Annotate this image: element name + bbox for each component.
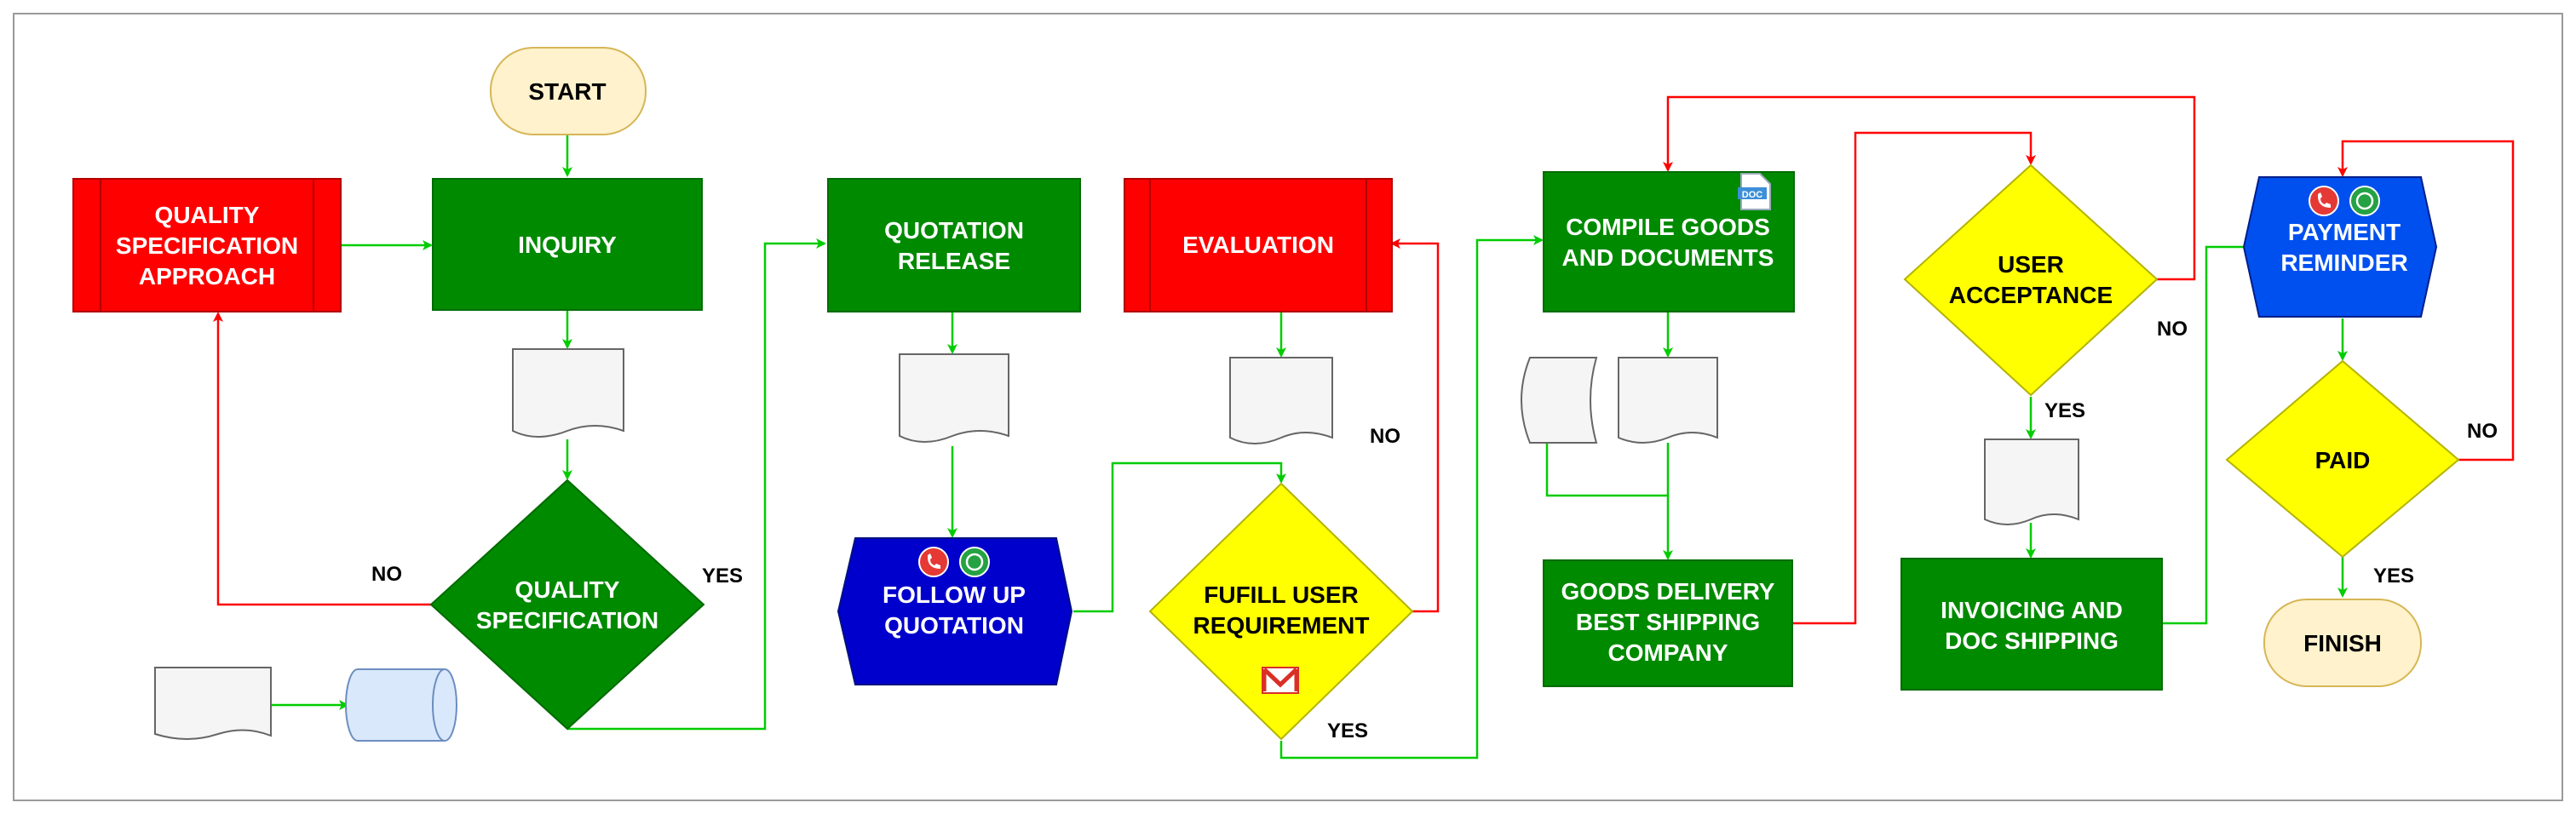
database-icon xyxy=(345,668,457,742)
start-label: START xyxy=(528,78,606,105)
payment-label-2: REMINDER xyxy=(2280,249,2407,276)
inquiry-label: INQUIRY xyxy=(518,232,617,258)
delivery-label-3: COMPANY xyxy=(1607,639,1728,666)
edge-delivery-acceptance xyxy=(1792,131,2036,625)
follow-up-quotation-node[interactable]: FOLLOW UP QUOTATION xyxy=(837,537,1073,685)
edge-paid-no xyxy=(2337,140,2515,461)
document-icon xyxy=(899,353,1009,443)
whatsapp-icon xyxy=(959,547,990,577)
fulfill-label-1: FUFILL USER xyxy=(1204,582,1358,608)
label-paid-yes: YES xyxy=(2373,565,2414,588)
inquiry-node[interactable]: INQUIRY xyxy=(432,178,703,311)
edge-labels: NO YES NO YES YES NO NO YES xyxy=(371,318,2498,742)
whatsapp-icon xyxy=(2349,186,2380,216)
compile-goods-node[interactable]: COMPILE GOODS AND DOCUMENTS DOC xyxy=(1543,171,1795,312)
label-fulfill-yes: YES xyxy=(1327,719,1368,742)
invoicing-node[interactable]: INVOICING AND DOC SHIPPING xyxy=(1900,558,2163,691)
delivery-label-2: BEST SHIPPING xyxy=(1576,609,1760,635)
qspec-label-1: QUALITY xyxy=(515,576,620,603)
invoicing-label-1: INVOICING AND xyxy=(1941,597,2123,623)
delivery-label-1: GOODS DELIVERY xyxy=(1561,578,1774,605)
quality-specification-decision[interactable]: QUALITY SPECIFICATION xyxy=(429,479,705,731)
paid-decision[interactable]: PAID xyxy=(2225,359,2460,559)
edge-followup-fulfill xyxy=(1073,461,1286,613)
phone-icon xyxy=(918,547,949,577)
edge-qspec-yes xyxy=(567,238,826,731)
finish-node[interactable]: FINISH xyxy=(2263,599,2422,687)
doc-badge-text: DOC xyxy=(1742,190,1763,200)
quotation-label-2: RELEASE xyxy=(898,248,1010,274)
doc-file-icon: DOC xyxy=(1738,173,1771,210)
edge-fulfill-yes xyxy=(1279,235,1544,760)
label-fulfill-no: NO xyxy=(1370,425,1400,448)
label-acceptance-yes: YES xyxy=(2044,399,2085,422)
label-qspec-yes: YES xyxy=(702,565,743,588)
document-icon xyxy=(154,667,272,740)
edge-fulfill-no xyxy=(1390,238,1440,613)
followup-label-1: FOLLOW UP xyxy=(883,582,1026,608)
label-acceptance-no: NO xyxy=(2157,318,2188,341)
phone-icon xyxy=(2309,186,2339,216)
stored-data-icon xyxy=(1521,357,1598,444)
followup-label-2: QUOTATION xyxy=(884,612,1024,639)
edge-store-join xyxy=(1545,443,1668,497)
approach-label-3: APPROACH xyxy=(139,263,275,289)
label-qspec-no: NO xyxy=(371,563,402,586)
acceptance-label-1: USER xyxy=(1998,251,2064,278)
edge-qspec-no xyxy=(213,312,431,606)
evaluation-label: EVALUATION xyxy=(1182,232,1334,258)
document-icon xyxy=(1984,439,2079,525)
document-icon xyxy=(1229,357,1333,444)
paid-label: PAID xyxy=(2315,447,2371,473)
acceptance-label-2: ACCEPTANCE xyxy=(1949,282,2113,308)
quality-specification-approach-node[interactable]: QUALITY SPECIFICATION APPROACH xyxy=(72,178,342,312)
fulfill-label-2: REQUIREMENT xyxy=(1193,612,1370,639)
gmail-icon xyxy=(1262,667,1299,694)
payment-reminder-node[interactable]: PAYMENT REMINDER xyxy=(2242,176,2438,318)
evaluation-node[interactable]: EVALUATION xyxy=(1124,178,1393,312)
goods-delivery-node[interactable]: GOODS DELIVERY BEST SHIPPING COMPANY xyxy=(1543,559,1793,687)
qspec-label-2: SPECIFICATION xyxy=(476,607,658,633)
quotation-label-1: QUOTATION xyxy=(884,217,1024,244)
compile-label-1: COMPILE GOODS xyxy=(1566,214,1770,240)
start-node[interactable]: START xyxy=(490,47,647,135)
document-icon xyxy=(1618,357,1718,444)
payment-label-1: PAYMENT xyxy=(2288,219,2401,245)
user-acceptance-decision[interactable]: USER ACCEPTANCE xyxy=(1903,163,2159,397)
document-icon xyxy=(512,348,624,438)
compile-label-2: AND DOCUMENTS xyxy=(1562,244,1774,271)
edge-invoicing-payment xyxy=(2162,242,2259,625)
invoicing-label-2: DOC SHIPPING xyxy=(1945,628,2119,654)
fulfill-user-requirement-decision[interactable]: FUFILL USER REQUIREMENT xyxy=(1148,482,1414,741)
approach-label-1: QUALITY xyxy=(155,202,260,228)
edge-acceptance-no xyxy=(1663,95,2196,281)
quotation-release-node[interactable]: QUOTATION RELEASE xyxy=(827,178,1081,312)
connectors xyxy=(213,95,2515,760)
approach-label-2: SPECIFICATION xyxy=(116,232,298,259)
label-paid-no: NO xyxy=(2467,420,2498,443)
finish-label: FINISH xyxy=(2303,630,2382,656)
